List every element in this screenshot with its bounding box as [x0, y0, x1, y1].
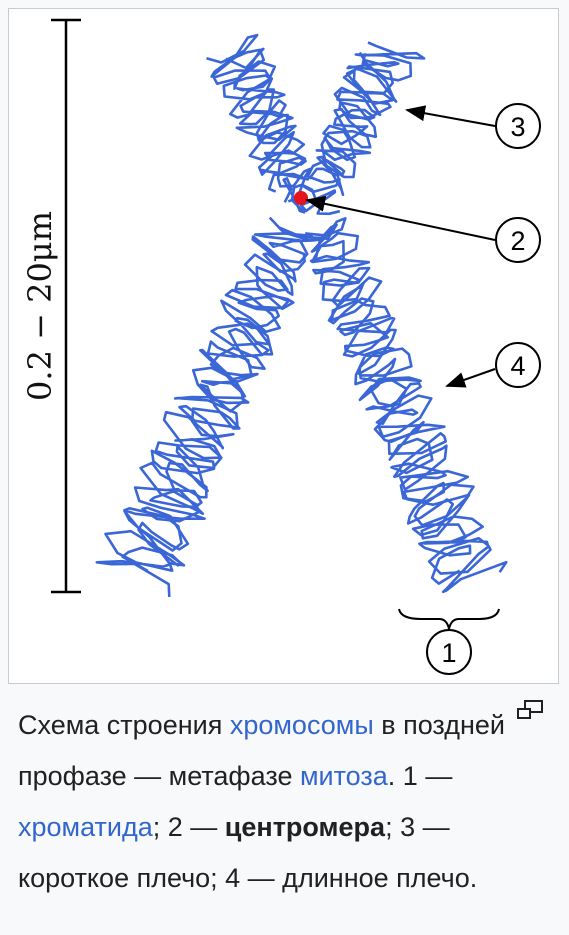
centromere-dot	[294, 191, 308, 205]
callout-1: 1	[426, 629, 472, 675]
chromosome-diagram: 0.2 − 20μm 3 2 4 1	[21, 18, 541, 675]
caption-text: Схема строения	[18, 710, 230, 740]
enlarge-icon[interactable]	[516, 698, 546, 722]
chromatin-strand	[121, 226, 321, 573]
callout-3: 3	[495, 103, 541, 149]
chromatid-bracket	[398, 608, 500, 630]
mitosis-link[interactable]: митоза	[299, 761, 388, 791]
chromatin-strand	[282, 177, 341, 216]
chromatin-strand	[95, 216, 314, 597]
caption-text: ; 2 —	[152, 812, 225, 842]
scale-label: 0.2 − 20μm	[21, 211, 59, 401]
chromatin-strand	[302, 51, 400, 194]
caption-text: в поздней профазе — метафазе	[18, 710, 505, 791]
figure-frame[interactable]: 0.2 − 20μm 3 2 4 1	[8, 8, 559, 684]
chromatin-strand	[225, 47, 312, 203]
figure-caption: Схема строения хромосомы в поздней профа…	[18, 700, 518, 904]
arrow-3	[405, 105, 496, 127]
chromatin-strand	[305, 217, 508, 594]
arrow-4	[445, 368, 496, 388]
caption-text: . 1 —	[387, 761, 453, 791]
chromatin-loops	[95, 33, 508, 597]
svg-text:1: 1	[441, 638, 456, 668]
svg-text:4: 4	[510, 351, 525, 381]
chromatid-link[interactable]: хроматида	[18, 812, 153, 842]
svg-text:2: 2	[510, 226, 525, 256]
svg-text:3: 3	[510, 112, 525, 142]
callout-4: 4	[495, 342, 541, 388]
arrow-2	[305, 195, 496, 241]
chromosome-link[interactable]: хромосомы	[229, 710, 374, 740]
chromatin-strand	[301, 223, 472, 585]
caption-text: ; 3 — короткое плечо; 4 — длинное плечо.	[18, 812, 478, 893]
callout-2: 2	[495, 217, 541, 263]
centromere-term: центромера	[224, 812, 386, 842]
scale-bar	[51, 18, 81, 594]
